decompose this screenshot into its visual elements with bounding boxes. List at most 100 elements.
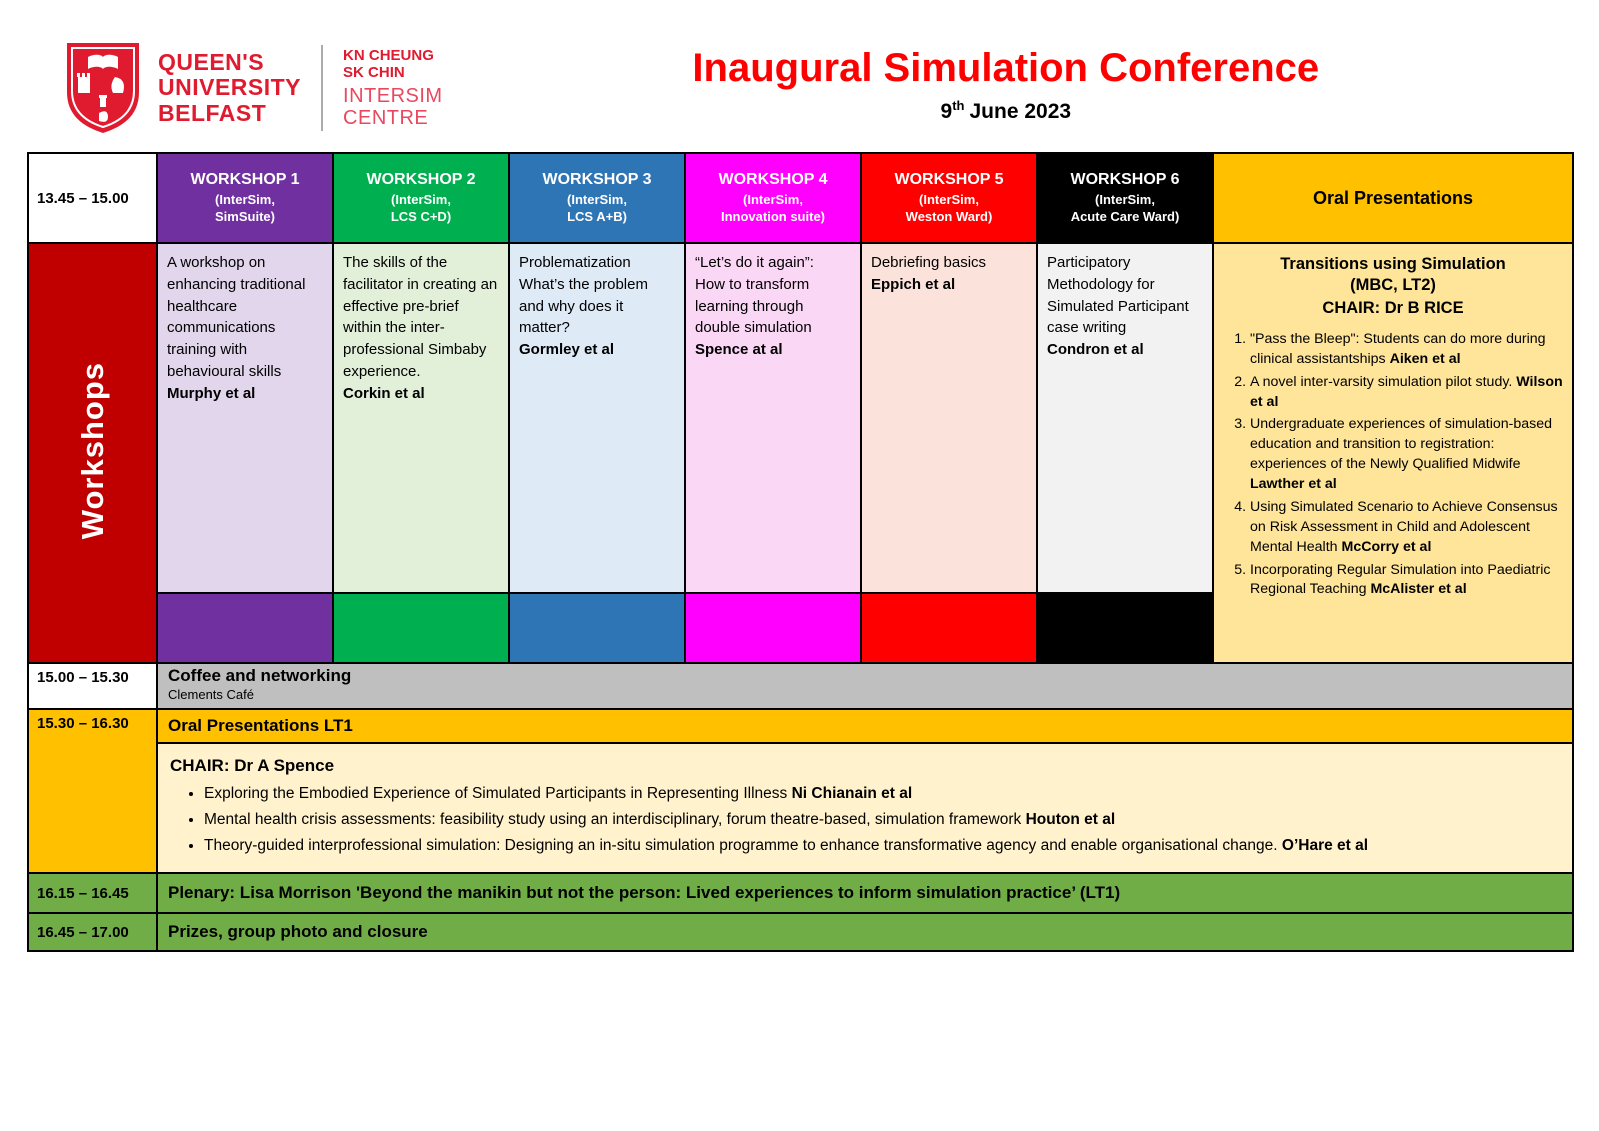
coffee-title: Coffee and networking [168,666,352,685]
qub-crest-icon [67,43,139,133]
workshop-description: “Let’s do it again”: How to transform le… [695,254,814,337]
workshop-name: WORKSHOP 5 [894,171,1004,189]
workshop-1-color-bar [156,592,334,664]
workshop-name: WORKSHOP 2 [366,171,476,189]
workshop-authors: Corkin et al [343,384,425,402]
workshop-5-header: WORKSHOP 5 (InterSim, Weston Ward) [860,152,1038,244]
workshop-location: (InterSim, LCS C+D) [390,192,452,224]
workshop-2-cell: The skills of the facilitator in creatin… [332,242,510,594]
coffee-row: 15.00 – 15.30 Coffee and networking Clem… [27,662,1574,710]
item-text: Using Simulated Scenario to Achieve Cons… [1250,498,1558,555]
oral-presentation-list: "Pass the Bleep": Students can do more d… [1222,330,1564,600]
title-block: Inaugural Simulation Conference 9th June … [443,40,1569,124]
item-text: Theory-guided interprofessional simulati… [204,837,1278,855]
item-authors: Ni Chianain et al [791,785,913,802]
time-slot-workshops: 13.45 – 15.00 [27,152,158,244]
workshop-5-cell: Debriefing basics Eppich et al [860,242,1038,594]
oral-presentations-header: Oral Presentations [1212,152,1574,244]
item-authors: O’Hare et al [1281,837,1369,855]
workshop-name: WORKSHOP 1 [190,171,300,189]
workshop-header-row: 13.45 – 15.00 WORKSHOP 1 (InterSim, SimS… [27,152,1574,244]
time-slot-plenary: 16.15 – 16.45 [27,872,158,915]
item-text: Undergraduate experiences of simulation-… [1250,416,1553,473]
workshop-5-color-bar [860,592,1038,664]
workshop-authors: Murphy et al [167,384,256,402]
oral-session-bullet: Theory-guided interprofessional simulati… [204,834,1560,858]
workshop-authors: Eppich et al [871,275,956,293]
oral-session-band-row: 15.30 – 16.30 Oral Presentations LT1 [27,707,1574,875]
workshop-location: (InterSim, Weston Ward) [905,192,993,224]
item-authors: Houton et al [1025,811,1116,829]
item-text: Exploring the Embodied Experience of Sim… [204,785,788,802]
workshop-description: Problematization What’s the problem and … [519,254,648,337]
item-authors: Wilson et al [1250,373,1563,410]
item-text: Mental health crisis assessments: feasib… [204,811,1022,829]
workshop-authors: Gormley et al [519,341,615,358]
workshop-6-color-bar [1036,592,1214,664]
workshop-location: (InterSim, Acute Care Ward) [1070,192,1180,224]
workshop-description: The skills of the facilitator in creatin… [343,254,498,380]
oral-session-chair: CHAIR: Dr A Spence [170,756,335,775]
date-rest: June 2023 [969,100,1072,123]
oral-session-panel-row: CHAIR: Dr A Spence Exploring the Embodie… [28,741,1574,875]
conference-title: Inaugural Simulation Conference [692,46,1320,90]
item-text: A novel inter-varsity simulation pilot s… [1250,373,1513,390]
workshop-6-cell: Participatory Methodology for Simulated … [1036,242,1214,594]
logo-divider [321,45,324,131]
workshop-1-cell: A workshop on enhancing traditional heal… [156,242,334,594]
time-slot-oral-session: 15.30 – 16.30 [27,707,158,875]
workshop-authors: Condron et al [1047,341,1144,358]
centre-name-top: KN CHEUNG SK CHIN [343,46,434,81]
workshop-name: WORKSHOP 3 [542,171,652,189]
workshop-2-header: WORKSHOP 2 (InterSim, LCS C+D) [332,152,510,244]
item-authors: Lawther et al [1250,476,1337,492]
intersim-centre-wordmark: KN CHEUNG SK CHIN INTERSIM CENTRE [343,47,443,130]
closing-row: 16.45 – 17.00 Prizes, group photo and cl… [27,912,1574,953]
workshop-3-cell: Problematization What’s the problem and … [508,242,686,594]
oral-session-bullet: Exploring the Embodied Experience of Sim… [204,782,1560,806]
closing-cell: Prizes, group photo and closure [156,912,1574,953]
workshop-location: (InterSim, LCS A+B) [567,192,627,224]
workshop-4-cell: “Let’s do it again”: How to transform le… [684,242,862,594]
workshop-location: (InterSim, SimSuite) [215,192,275,224]
item-authors: McAlister et al [1370,581,1467,598]
centre-name-bottom: INTERSIM CENTRE [343,85,443,130]
oral-session-band: Oral Presentations LT1 [156,708,1574,744]
time-slot-closing: 16.45 – 17.00 [27,912,158,953]
oral-session-bullet: Mental health crisis assessments: feasib… [204,808,1560,832]
oral-presentation-item: Incorporating Regular Simulation into Pa… [1250,561,1564,601]
coffee-location: Clements Café [168,687,254,702]
date-suffix: th [952,98,965,113]
time-slot-coffee: 15.00 – 15.30 [27,662,158,710]
oral-presentation-item: A novel inter-varsity simulation pilot s… [1250,373,1564,413]
workshop-1-header: WORKSHOP 1 (InterSim, SimSuite) [156,152,334,244]
workshop-2-color-bar [332,592,510,664]
item-authors: McCorry et al [1341,538,1432,555]
workshop-3-header: WORKSHOP 3 (InterSim, LCS A+B) [508,152,686,244]
workshop-6-header: WORKSHOP 6 (InterSim, Acute Care Ward) [1036,152,1214,244]
item-text: Incorporating Regular Simulation into Pa… [1250,561,1551,598]
oral-presentation-item: Using Simulated Scenario to Achieve Cons… [1250,498,1564,558]
workshop-description: Participatory Methodology for Simulated … [1047,254,1189,337]
oral-presentations-cell: Transitions using Simulation (MBC, LT2) … [1212,242,1574,664]
schedule-table: 13.45 – 15.00 WORKSHOP 1 (InterSim, SimS… [27,152,1574,953]
item-text: "Pass the Bleep": Students can do more d… [1250,330,1546,367]
oral-session-panel: CHAIR: Dr A Spence Exploring the Embodie… [156,741,1574,875]
workshop-location: (InterSim, Innovation suite) [721,192,825,224]
workshop-name: WORKSHOP 4 [718,171,828,189]
workshop-color-bar-row [28,592,1573,664]
workshop-authors: Spence at al [695,341,783,358]
oral-presentation-item: "Pass the Bleep": Students can do more d… [1250,330,1564,370]
oral-session-chair: CHAIR: Dr B RICE [1322,298,1464,317]
oral-session-title: Transitions using Simulation (MBC, LT2) [1280,255,1506,295]
workshops-side-label-cell: Workshops [27,242,158,664]
oral-session-bullet-list: Exploring the Embodied Experience of Sim… [170,782,1560,858]
coffee-cell: Coffee and networking Clements Café [156,662,1574,710]
workshops-side-label: Workshops [74,361,110,540]
workshop-name: WORKSHOP 6 [1070,171,1180,189]
workshop-description: Debriefing basics [871,254,987,271]
oral-presentation-item: Undergraduate experiences of simulation-… [1250,415,1564,495]
date-day: 9 [940,100,953,123]
workshop-4-header: WORKSHOP 4 (InterSim, Innovation suite) [684,152,862,244]
